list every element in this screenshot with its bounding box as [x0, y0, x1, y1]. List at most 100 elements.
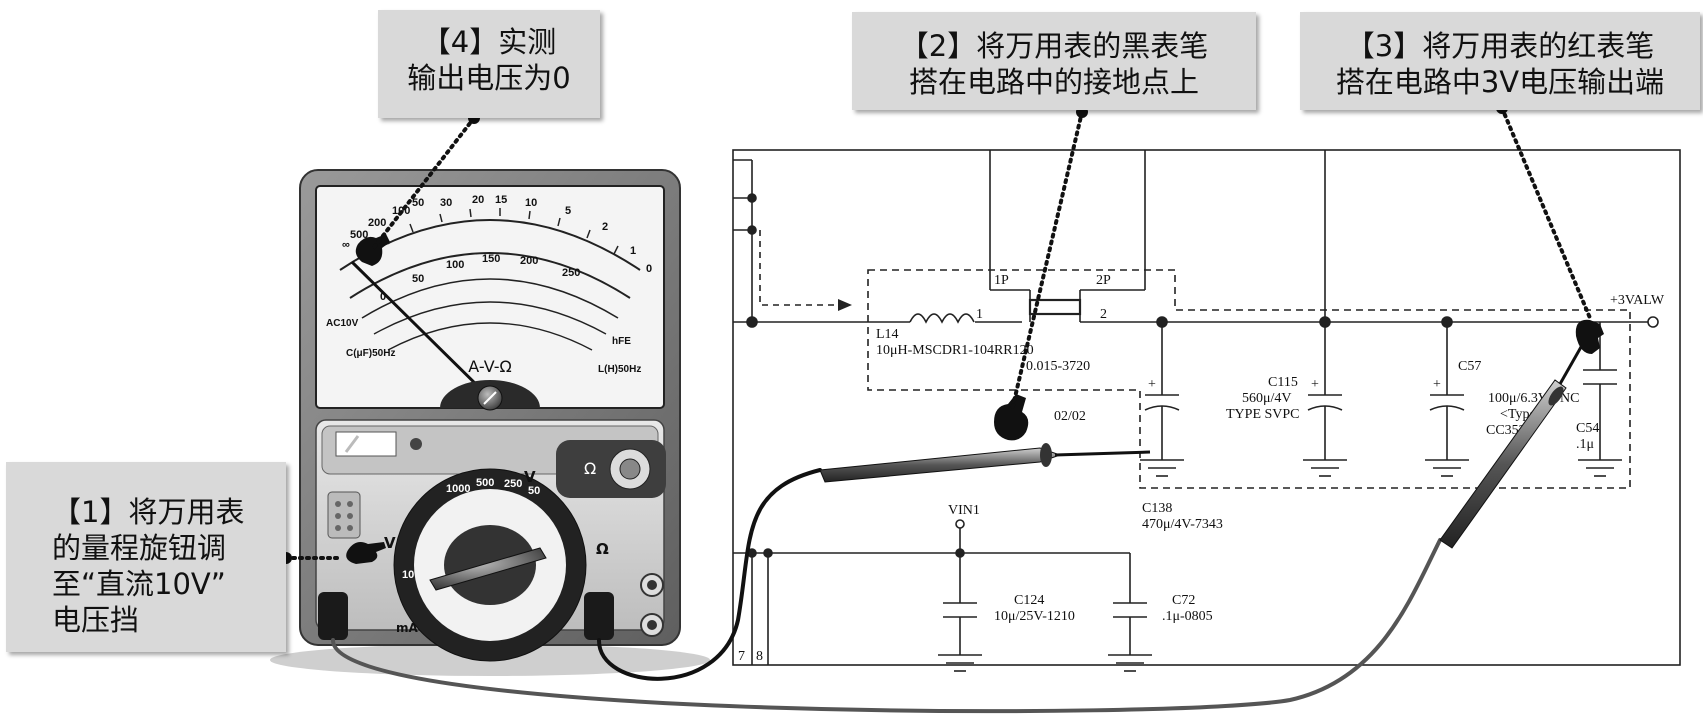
c54-ref: C54 [1576, 421, 1599, 436]
tick-top-5: 30 [440, 197, 452, 209]
pin-label-7: 7 [738, 649, 745, 664]
tick-top-1: 500 [350, 229, 368, 241]
c57-ref: C57 [1458, 359, 1481, 374]
schematic-frame [732, 149, 1681, 666]
c72-ref: C72 [1172, 593, 1195, 608]
dial-label-ma: mA [396, 621, 419, 635]
callout-step3-line1: 【3】将万用表的红表笔 [1345, 29, 1655, 63]
cap-c115 [1303, 322, 1347, 477]
inductor-value: 10μH-MSCDR1-104RR120 [876, 343, 1034, 358]
cap-c57 [1425, 322, 1469, 477]
tick-top-8: 10 [525, 197, 537, 209]
callout-step4-line1: 【4】实测 [421, 25, 557, 59]
meter-window [335, 431, 397, 457]
inductor-ref: L14 [876, 327, 899, 342]
svg-text:+: + [1433, 377, 1441, 392]
tick-dc-3: 150 [482, 253, 500, 265]
leader-step3 [1500, 106, 1592, 320]
leader-step2 [1010, 110, 1084, 412]
tick-top-9: 5 [565, 205, 571, 217]
c57-nc: NC [1560, 391, 1579, 406]
multimeter: ∞ 500 200 100 50 30 20 15 10 5 2 1 0 0 5… [270, 169, 710, 676]
svg-text:+: + [1311, 377, 1319, 392]
pointer-hand-icon [994, 394, 1029, 441]
leader-step4 [370, 116, 476, 252]
dial-range-250: 250 [504, 478, 522, 490]
output-net-label: +3VALW [1610, 293, 1665, 308]
resistor-value: 0.015-3720 [1026, 359, 1090, 374]
callout-step1: 【1】将万用表 的量程旋钮调 至“直流10V” 电压挡 [6, 462, 286, 652]
scale-label-hfe: hFE [612, 336, 631, 347]
c115-type: TYPE SVPC [1226, 407, 1300, 422]
pointer-hand-icon-meter [346, 542, 386, 564]
schematic [732, 149, 1681, 672]
tick-top-2: 200 [368, 217, 386, 229]
c124-ref: C124 [1014, 593, 1044, 608]
tick-dc-0: 0 [380, 291, 386, 303]
callout-step2: 【2】将万用表的黑表笔 搭在电路中的接地点上 [852, 12, 1256, 110]
meter-face-label: A-V-Ω [468, 357, 511, 376]
tick-top-6: 20 [472, 194, 484, 206]
cap-c138 [1140, 322, 1184, 477]
tick-top-11: 1 [630, 245, 636, 257]
scale-label-ac10v: AC10V [326, 318, 359, 329]
meter-needle [350, 260, 492, 400]
vin-label: VIN1 [948, 503, 980, 518]
dial-label-v-ac: V [524, 468, 536, 486]
page-ref: 02/02 [1054, 409, 1086, 424]
dial-range-50: 50 [528, 485, 540, 497]
callout-step1-line1: 【1】将万用表 [52, 495, 245, 529]
c72-value: .1μ-0805 [1162, 609, 1213, 624]
pin-b-label: 2 [1100, 307, 1107, 322]
c124-value: 10μ/25V-1210 [994, 609, 1075, 624]
callout-step1-line4: 电压挡 [52, 603, 140, 637]
tick-dc-2: 100 [446, 259, 464, 271]
pin-label-8: 8 [756, 649, 763, 664]
schematic-labels: L14 10μH-MSCDR1-104RR120 0.015-3720 1P 2… [738, 273, 1665, 664]
c115-ref: C115 [1268, 375, 1298, 390]
cap-c124 [938, 553, 982, 672]
test-leads [330, 468, 1442, 714]
callout-step2-line2: 搭在电路中的接地点上 [908, 65, 1199, 99]
pin-1p-label: 1P [994, 273, 1009, 288]
dial-range-10: 10 [402, 569, 414, 581]
tick-dc-1: 50 [412, 273, 424, 285]
tick-top-10: 2 [602, 221, 608, 233]
tick-dc-5: 250 [562, 267, 580, 279]
c115-value: 560μ/4V [1242, 391, 1292, 406]
dial-label-v: V [384, 534, 396, 552]
tick-top-4: 50 [412, 197, 424, 209]
callout-step3: 【3】将万用表的红表笔 搭在电路中3V电压输出端 [1300, 12, 1700, 110]
callout-step4-line2: 输出电压为0 [407, 61, 571, 95]
c57-value: 100μ/6.3V [1488, 391, 1548, 406]
tick-top-7: 15 [495, 194, 507, 206]
pin-a-label: 1 [976, 307, 983, 322]
cap-c72 [1108, 553, 1152, 672]
dial-range-1000: 1000 [446, 483, 470, 495]
tick-top-12: 0 [646, 263, 652, 275]
callout-step1-line3: 至“直流10V” [52, 567, 226, 601]
dial-label-ohm: Ω [596, 540, 609, 558]
pointer-hand-icon-output [1575, 319, 1604, 354]
scale-label-cuf: C(μF)50Hz [346, 348, 395, 359]
range-selector-knob [429, 547, 547, 591]
callout-step3-line2: 搭在电路中3V电压输出端 [1335, 65, 1665, 99]
c138-ref: C138 [1142, 501, 1172, 516]
black-probe [819, 443, 1151, 483]
pointer-hand-icon-needle [355, 234, 390, 266]
c54-value: .1μ [1576, 437, 1594, 452]
callout-step1-line2: 的量程旋钮调 [52, 531, 227, 565]
tick-top-0: ∞ [342, 239, 350, 251]
c138-value: 470μ/4V-7343 [1142, 517, 1223, 532]
dial-range-500: 500 [476, 477, 494, 489]
red-lead [330, 538, 1442, 714]
tick-dc-4: 200 [520, 255, 538, 267]
red-probe [1439, 339, 1587, 549]
svg-text:Ω: Ω [584, 459, 596, 478]
svg-text:+: + [1148, 377, 1156, 392]
black-lead [596, 468, 822, 681]
scale-label-lh: L(H)50Hz [598, 364, 641, 375]
callout-step4: 【4】实测 输出电压为0 [378, 10, 600, 118]
leader-lines [284, 106, 1592, 560]
